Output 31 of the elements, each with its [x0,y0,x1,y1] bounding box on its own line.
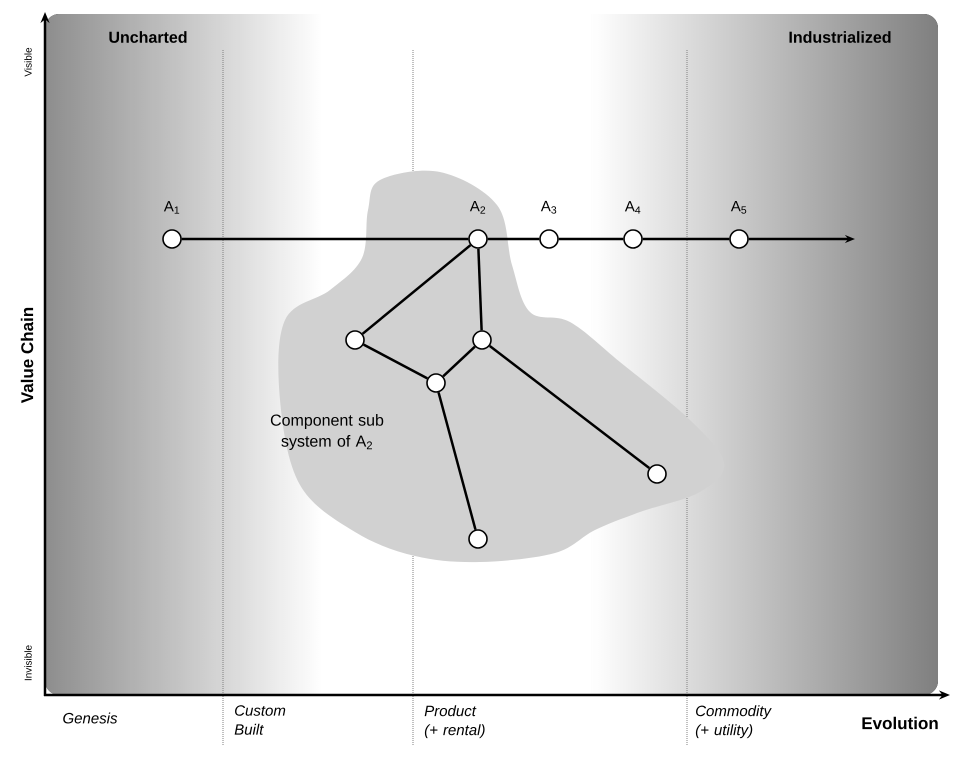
node-label: A$_{5}$ [730,200,746,214]
axis-end-label: Invisible [24,645,32,680]
zone-title: Industrialized [790,31,891,43]
component-circle [472,330,492,350]
component-circle [345,330,365,350]
node-label: A$_{3}$ [540,200,556,214]
axis-title: Value Chain [20,308,34,404]
stage-label: Product (+ rental) [424,705,485,738]
zone-title: Uncharted [109,31,186,43]
stage-label: Genesis [63,712,118,724]
connector [642,238,730,240]
node-label: Component sub system of A$_{2}$ [270,414,384,450]
node-label: A$_{2}$ [470,200,486,214]
component-circle [426,373,446,393]
stage-label: Commodity (+ utility) [696,705,772,738]
connector [437,392,477,530]
stage-label: Custom Built [234,705,286,735]
connector [442,346,476,378]
node-label: A$_{1}$ [164,201,180,214]
connector [182,238,468,240]
connector [489,344,650,470]
component-circle [647,464,667,484]
axis-end-label: Visible [24,48,32,77]
connector [558,238,624,240]
axis-title: Evolution [862,716,938,730]
connector [488,238,540,240]
connector [477,248,483,330]
node-label: A$_{4}$ [624,201,640,214]
connector [362,244,472,335]
connector [363,344,428,380]
component-circle [468,529,488,549]
